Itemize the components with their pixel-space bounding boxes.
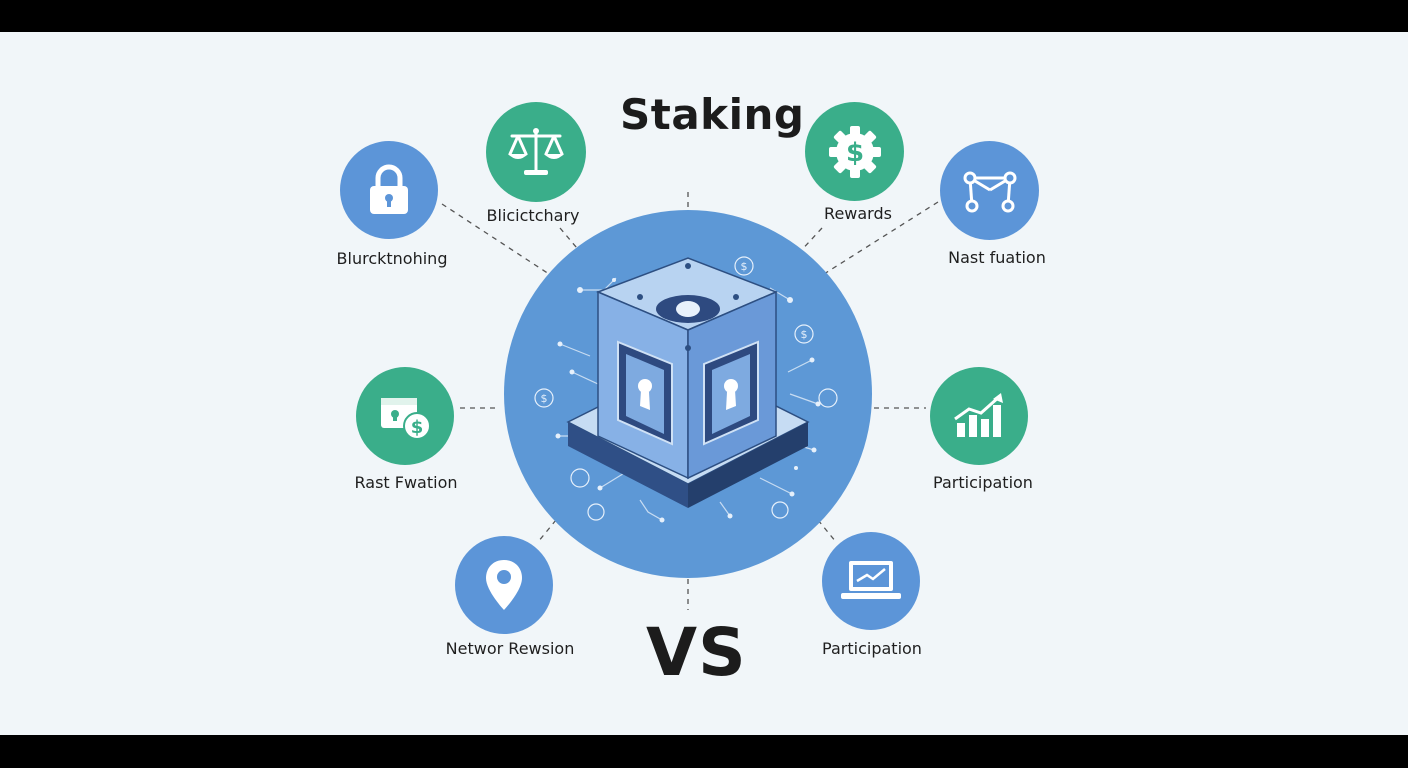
- node-label-top-left-1: Blurcktnohing: [337, 249, 448, 268]
- diagram-canvas: $ $ $ Staking VS Blurcktnohi: [0, 32, 1408, 735]
- svg-text:$: $: [845, 138, 863, 168]
- dollar-gear-icon: $: [805, 102, 904, 201]
- node-label-top-left-2: Blicictchary: [487, 206, 580, 225]
- svg-text:$: $: [741, 260, 748, 273]
- growth-chart-icon: [930, 367, 1028, 465]
- node-label-middle-right: Participation: [933, 473, 1033, 492]
- node-label-bottom-right: Participation: [822, 639, 922, 658]
- node-label-bottom-left: Networ Rewsion: [446, 639, 575, 658]
- node-label-middle-left: Rast Fwation: [354, 473, 457, 492]
- svg-text:$: $: [411, 417, 424, 438]
- vs-heading: VS: [646, 614, 747, 691]
- svg-text:$: $: [541, 392, 548, 405]
- node-label-top-right-1: Rewards: [824, 204, 892, 223]
- lock-icon: [340, 141, 438, 239]
- balance-scale-icon: [486, 102, 586, 202]
- diagram-title: Staking: [620, 90, 804, 139]
- laptop-chart-icon: [822, 532, 920, 630]
- network-nodes-icon: [940, 141, 1039, 240]
- svg-text:$: $: [801, 328, 808, 341]
- location-pin-icon: [455, 536, 553, 634]
- wallet-dollar-icon: $: [356, 367, 454, 465]
- node-label-top-right-2: Nast fuation: [948, 248, 1046, 267]
